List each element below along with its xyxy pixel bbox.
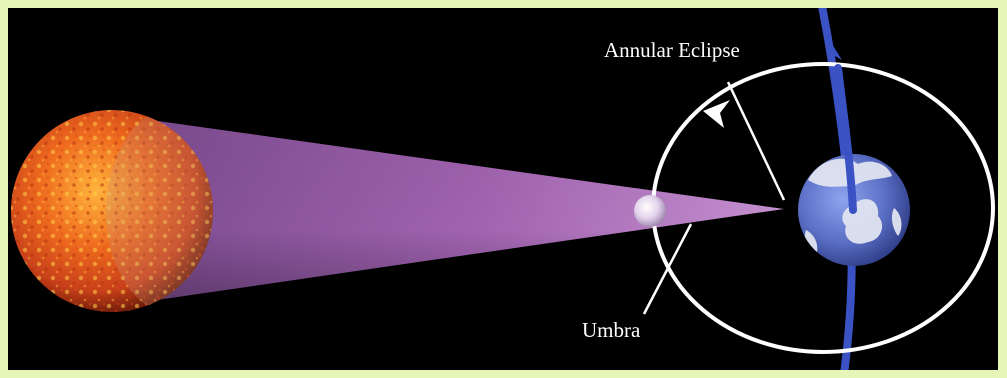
annular-eclipse-leader-line	[728, 82, 784, 200]
umbra-leader-line	[644, 224, 691, 314]
eclipse-diagram: Annular Eclipse Umbra	[8, 8, 998, 370]
diagram-canvas	[8, 8, 998, 370]
annular-eclipse-label: Annular Eclipse	[604, 40, 740, 61]
moon-icon	[634, 195, 666, 227]
umbra-label: Umbra	[582, 320, 640, 341]
